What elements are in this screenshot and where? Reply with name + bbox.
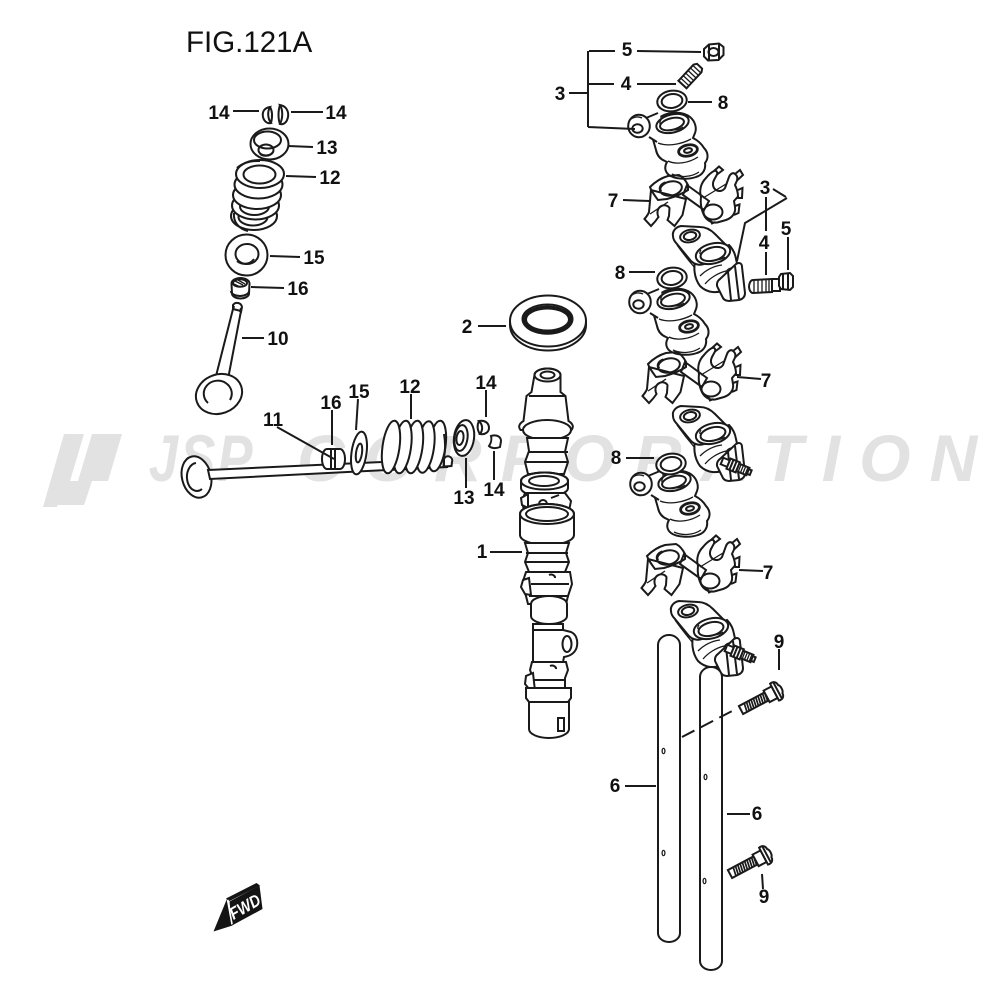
svg-text:4: 4: [621, 74, 632, 95]
svg-text:7: 7: [763, 563, 774, 584]
svg-text:7: 7: [761, 371, 772, 392]
svg-text:12: 12: [399, 377, 420, 398]
svg-text:10: 10: [267, 329, 288, 350]
svg-text:14: 14: [475, 373, 497, 394]
svg-text:14: 14: [483, 480, 505, 501]
svg-text:15: 15: [303, 248, 325, 269]
svg-text:16: 16: [287, 279, 308, 300]
svg-text:13: 13: [316, 138, 337, 159]
svg-text:FIG.121A: FIG.121A: [186, 26, 313, 59]
svg-text:8: 8: [615, 263, 626, 284]
svg-text:6: 6: [610, 776, 621, 797]
svg-text:16: 16: [320, 393, 341, 414]
svg-text:9: 9: [759, 887, 770, 908]
svg-text:3: 3: [555, 84, 566, 105]
svg-text:8: 8: [718, 93, 729, 114]
svg-text:12: 12: [319, 168, 340, 189]
svg-text:2: 2: [462, 317, 473, 338]
svg-text:14: 14: [325, 103, 347, 124]
svg-text:8: 8: [611, 448, 622, 469]
svg-text:11: 11: [263, 410, 284, 431]
svg-text:5: 5: [622, 40, 633, 61]
svg-text:3: 3: [760, 178, 771, 199]
svg-text:7: 7: [608, 191, 619, 212]
svg-text:13: 13: [453, 488, 474, 509]
svg-text:15: 15: [348, 382, 370, 403]
svg-text:9: 9: [774, 632, 785, 653]
svg-text:14: 14: [208, 103, 230, 124]
svg-text:1: 1: [477, 542, 488, 563]
svg-text:5: 5: [781, 219, 792, 240]
svg-text:4: 4: [759, 233, 770, 254]
svg-text:6: 6: [752, 804, 763, 825]
